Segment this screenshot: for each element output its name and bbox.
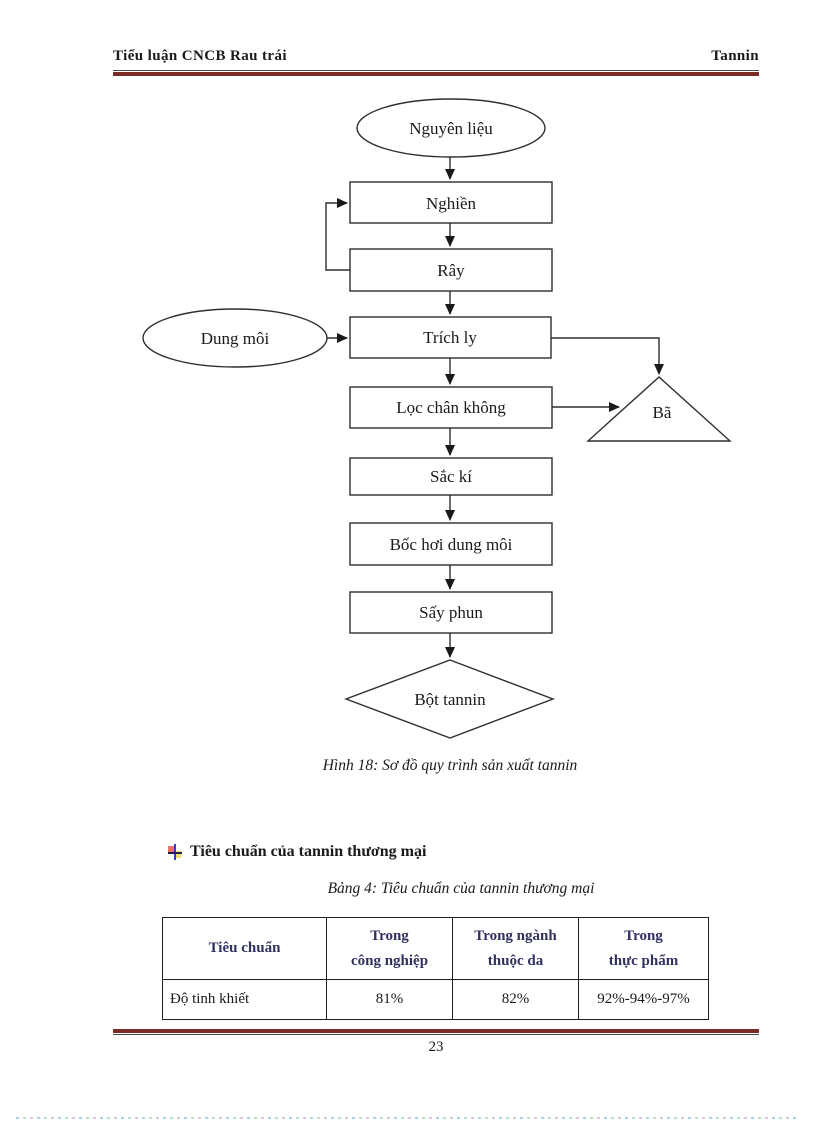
header-cell-industry: Trong công nghiệp	[326, 917, 453, 980]
step4-box	[349, 386, 553, 429]
header-cell-leather: Trong ngành thuộc da	[452, 917, 579, 980]
footer-rule-thin	[113, 1034, 759, 1035]
table-row: Độ tinh khiết 81% 82% 92%-94%-97%	[162, 979, 709, 1020]
step3-box	[349, 316, 552, 359]
header-text: công nghiệp	[350, 952, 429, 969]
table-caption: Bảng 4: Tiêu chuẩn của tannin thương mại	[327, 880, 595, 897]
footer-rule-thick	[113, 1029, 759, 1033]
waste-label: Bã	[653, 403, 672, 422]
header-cell-food: Trong thực phẩm	[578, 917, 709, 980]
section-heading: Tiêu chuẩn của tannin thương mại	[190, 843, 427, 860]
process-flowchart: Nguyên liệu Nghiền Rây Dung môi Trích ly…	[142, 98, 732, 739]
start-label: Nguyên liệu	[409, 119, 493, 138]
start-ellipse	[356, 98, 546, 158]
arrow-step3-to-waste	[551, 337, 664, 375]
step5-box	[349, 457, 553, 496]
output-diamond	[344, 659, 555, 739]
cell-purity-leather: 82%	[452, 979, 579, 1020]
cell-purity-food: 92%-94%-97%	[578, 979, 709, 1020]
cell-purity-label: Độ tinh khiết	[162, 979, 327, 1020]
header-text: Tiêu chuẩn	[208, 940, 281, 957]
header-text: thực phẩm	[608, 952, 679, 969]
page-number: 23	[428, 1039, 444, 1055]
header-rule-thick	[113, 72, 759, 76]
header-title-left: Tiểu luận CNCB Rau trái	[113, 48, 287, 64]
header-rule-thin	[113, 70, 759, 71]
section-heading-row: Tiêu chuẩn của tannin thương mại	[168, 843, 426, 861]
figure-caption: Hình 18: Sơ đồ quy trình sản xuất tannin	[322, 757, 578, 774]
step7-box	[349, 591, 553, 634]
waste-triangle	[586, 376, 732, 442]
step6-box	[349, 522, 553, 566]
header-cell-criteria: Tiêu chuẩn	[162, 917, 327, 980]
step4-label: Lọc chân không	[396, 398, 506, 417]
bottom-dotted-divider	[16, 1117, 800, 1119]
step1-label: Nghiền	[426, 194, 477, 213]
output-label: Bột tannin	[414, 690, 486, 709]
cell-purity-industry: 81%	[326, 979, 453, 1020]
step6-label: Bốc hơi dung môi	[390, 535, 513, 554]
header-text: Trong	[370, 927, 409, 944]
step2-label: Rây	[437, 261, 465, 280]
colored-cross-bullet-icon	[168, 844, 182, 860]
standards-table: Tiêu chuẩn Trong công nghiệp Trong ngành…	[162, 917, 709, 1020]
solvent-label: Dung môi	[201, 329, 270, 348]
step5-label: Sắc kí	[430, 467, 472, 486]
step7-label: Sấy phun	[419, 603, 483, 622]
header-text: Trong	[624, 927, 663, 944]
step3-label: Trích ly	[423, 328, 477, 347]
recycle-loop-arrow	[325, 198, 350, 271]
header-title-right: Tannin	[711, 48, 759, 64]
step1-box	[349, 181, 553, 224]
table-header-row: Tiêu chuẩn Trong công nghiệp Trong ngành…	[162, 917, 709, 980]
header-text: Trong ngành	[474, 927, 557, 944]
header-text: thuộc da	[487, 952, 544, 969]
